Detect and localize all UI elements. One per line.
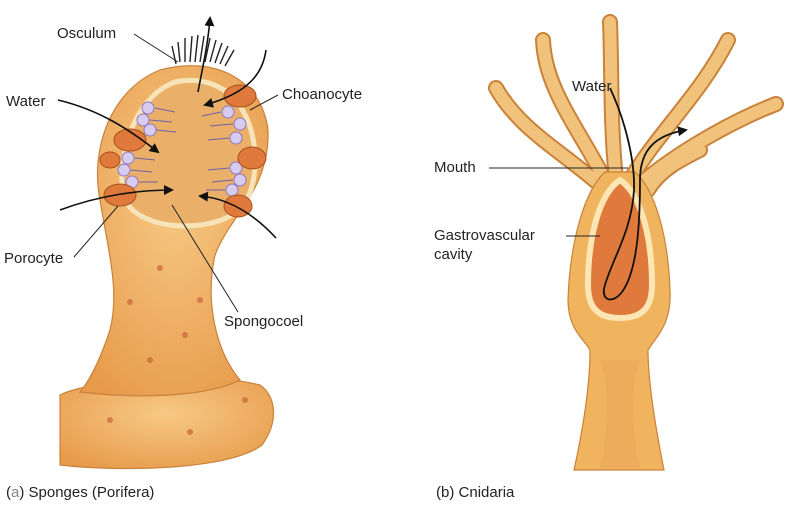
hydra-tentacles bbox=[488, 14, 784, 198]
caption-sponges: (a) Sponges (Porifera) bbox=[6, 484, 155, 501]
label-gastrovascular: Gastrovascular bbox=[434, 227, 535, 244]
label-osculum: Osculum bbox=[57, 25, 117, 42]
cnidaria-leaders bbox=[489, 167, 628, 237]
sponge-leaders bbox=[73, 33, 279, 313]
label-choanocyte: Choanocyte bbox=[282, 86, 363, 103]
caption-cnidaria-letter: b bbox=[441, 484, 450, 501]
osculum-bristles bbox=[171, 34, 235, 67]
label-porocyte: Porocyte bbox=[4, 250, 64, 267]
hydra-stalk-shade bbox=[600, 360, 640, 468]
caption-cnidaria-text: Cnidaria bbox=[458, 484, 515, 501]
label-mouth: Mouth bbox=[434, 159, 476, 176]
porocyte-cells bbox=[99, 84, 267, 218]
label-cavity: cavity bbox=[434, 246, 473, 263]
label-spongocoel: Spongocoel bbox=[224, 313, 304, 330]
label-water-sponge: Water bbox=[6, 93, 46, 110]
cnidaria-water-arrow bbox=[602, 87, 688, 301]
gastrovascular-cavity bbox=[584, 176, 656, 322]
sponge-water-arrows bbox=[57, 16, 277, 239]
choanocyte-flagella bbox=[130, 107, 234, 191]
choanocyte-cells bbox=[117, 101, 247, 197]
sponge-spots bbox=[107, 265, 248, 435]
caption-cnidaria: (b) Cnidaria bbox=[436, 484, 515, 501]
caption-sponges-letter: a bbox=[11, 484, 20, 501]
label-water-cnidaria: Water bbox=[572, 78, 612, 95]
caption-sponges-text: Sponges (Porifera) bbox=[28, 484, 155, 501]
